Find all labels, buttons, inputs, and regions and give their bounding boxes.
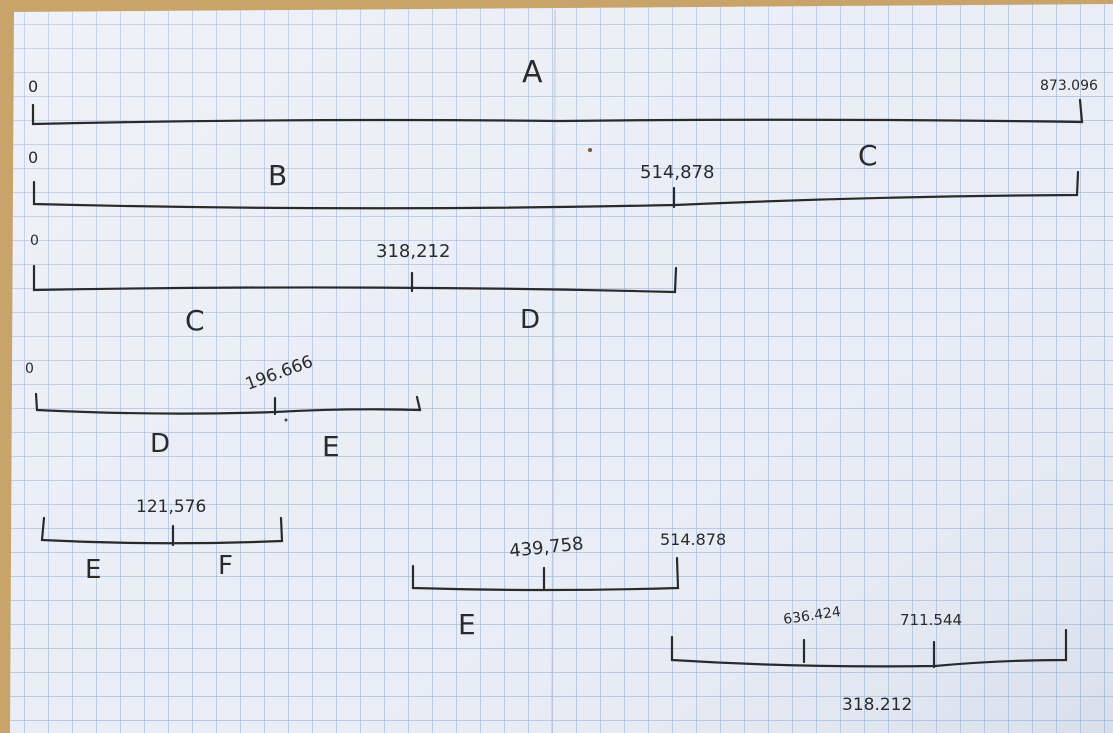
row4-label-d: D xyxy=(150,429,170,459)
row1-label-a: A xyxy=(522,55,543,90)
row-4-segment xyxy=(34,392,422,416)
row3-mid-label: 318,212 xyxy=(376,241,450,262)
row-6-segment xyxy=(411,556,680,592)
row3-start-label: 0 xyxy=(30,233,39,249)
row1-start-label: 0 xyxy=(28,77,38,96)
row5-mid-label: 121,576 xyxy=(136,497,206,517)
row-7-segment xyxy=(670,628,1068,669)
row2-mid-label: 514,878 xyxy=(640,162,714,183)
row-5-segment xyxy=(40,516,284,547)
row-2-segment xyxy=(32,170,1080,210)
row-3-segment xyxy=(32,264,678,294)
row5-label-e: E xyxy=(85,555,101,585)
row1-end-label: 873.096 xyxy=(1040,78,1098,94)
row5-label-f: F xyxy=(218,551,233,581)
row7-bottom-label: 318.212 xyxy=(842,695,912,715)
row4-label-e: E xyxy=(322,430,340,463)
row2-label-b: B xyxy=(268,159,287,192)
row3-label-d: D xyxy=(520,305,540,335)
pencil-speck xyxy=(588,148,592,152)
row6-end-label: 514.878 xyxy=(660,530,726,549)
row6-label-e: E xyxy=(458,608,476,641)
row3-label-c: C xyxy=(185,304,205,337)
row2-start-label: 0 xyxy=(28,148,38,167)
row7-tick1-label: 636.424 xyxy=(782,604,842,628)
row7-tick2-label: 711.544 xyxy=(900,611,962,629)
paper-sheet xyxy=(10,4,1113,733)
pencil-speck xyxy=(284,418,288,422)
row2-label-c: C xyxy=(858,139,878,172)
row-1-segment xyxy=(31,98,1084,126)
row4-start-label: 0 xyxy=(25,361,34,377)
